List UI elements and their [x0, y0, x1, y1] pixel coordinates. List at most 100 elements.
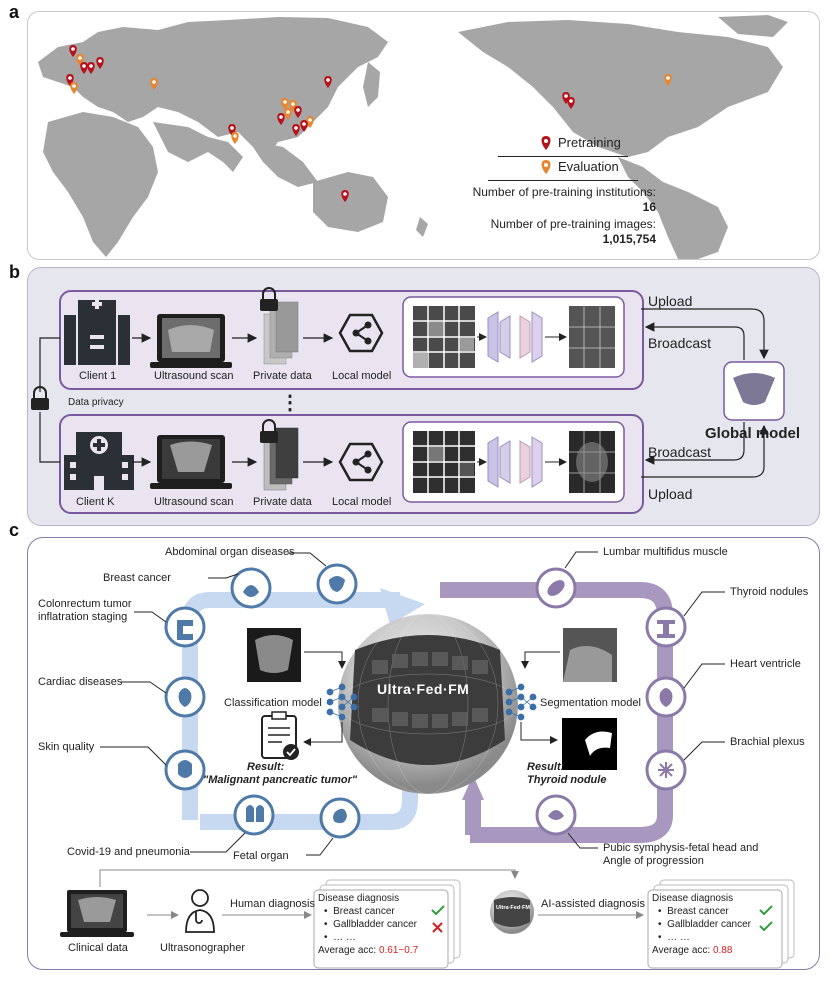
- card-item-2: • Gallbladder cancer: [658, 919, 751, 930]
- abdominal-organ-icon: [329, 576, 345, 592]
- ai-diagnosis-card-stack: [647, 879, 795, 969]
- neural-network-icon: [505, 683, 537, 721]
- pin-pretraining-icon: [69, 45, 77, 57]
- ai-diagnosis-card: Disease diagnosis • Breast cancer • Gall…: [652, 892, 751, 957]
- images-label: Number of pre-training images:: [490, 217, 656, 231]
- pin-pretraining-icon: [80, 62, 88, 74]
- check-icon: [759, 905, 773, 916]
- global-model-icon: [733, 373, 775, 405]
- laptop-icon: [150, 435, 232, 489]
- task-heart-label: Heart ventricle: [730, 658, 801, 670]
- card-title: Disease diagnosis: [652, 893, 734, 904]
- local-model-label: Local model: [332, 496, 392, 508]
- panel-letter-a: a: [9, 2, 20, 22]
- pin-evaluation-icon: [281, 98, 289, 110]
- thyroid-icon: [657, 620, 675, 638]
- ultra-fed-fm-globe: [337, 613, 519, 795]
- task-colon-label-1: Colonrectum tumor: [38, 598, 132, 610]
- human-diagnosis-card-stack: [313, 879, 461, 969]
- reconstructed-image: [569, 306, 615, 368]
- local-model-label: Local model: [332, 370, 392, 382]
- masked-image-grid: [413, 306, 475, 368]
- ellipsis-vertical: ⋮: [280, 392, 300, 414]
- face-mask-icon: [178, 760, 192, 778]
- card-item-3: • … …: [658, 932, 690, 943]
- pin-evaluation-icon: [150, 78, 158, 90]
- heart-ventricle-icon: [659, 688, 673, 707]
- global-model-label: Global model: [705, 425, 801, 442]
- pin-evaluation-icon: [231, 132, 239, 144]
- card-item-1: • Breast cancer: [658, 906, 729, 917]
- legend-evaluation-label: Evaluation: [558, 159, 619, 174]
- hospital-icon: [64, 432, 134, 490]
- ai-diagnosis-label: AI-assisted diagnosis: [541, 898, 645, 910]
- lock-icon: [260, 287, 278, 311]
- world-map-panel: Pretraining Evaluation Number of pre-tra…: [27, 11, 820, 260]
- map-legend: Pretraining Evaluation Number of pre-tra…: [458, 132, 718, 252]
- stats-divider: [488, 180, 638, 181]
- panel-letter-c: c: [9, 520, 20, 540]
- doctor-icon: [185, 889, 215, 933]
- card-item-3: • … …: [324, 932, 356, 943]
- small-globe-label: Ultra·Fed·FM: [496, 905, 530, 911]
- pin-evaluation-icon: [306, 116, 314, 128]
- fetus-icon: [333, 808, 347, 824]
- upload-label-bottom: Upload: [648, 486, 693, 502]
- pin-pretraining-icon: [87, 62, 95, 74]
- classification-model-label: Classification model: [224, 697, 322, 709]
- broadcast-label-top: Broadcast: [648, 335, 712, 351]
- masked-image-grid: [413, 431, 475, 493]
- local-model-icon: [338, 313, 384, 353]
- card-item-1: • Breast cancer: [324, 906, 395, 917]
- task-pubic-label-2: Angle of progression: [603, 855, 704, 867]
- panel-letter-b: b: [9, 262, 20, 282]
- human-diagnosis-label: Human diagnosis: [230, 898, 315, 910]
- ultrasound-scan-label: Ultrasound scan: [154, 370, 234, 382]
- task-breast-label: Breast cancer: [103, 572, 171, 584]
- evaluation-pin-icon: [541, 160, 551, 174]
- pin-pretraining-icon: [341, 190, 349, 202]
- check-icon: [431, 905, 445, 916]
- reconstructed-image: [569, 431, 615, 493]
- pin-evaluation-icon: [284, 108, 292, 120]
- broadcast-label-bottom: Broadcast: [648, 444, 712, 460]
- class-result-value: "Malignant pancreatic tumor": [203, 774, 358, 786]
- map-pins: [66, 45, 672, 202]
- images-value: 1,015,754: [602, 232, 656, 246]
- muscle-icon: [547, 580, 565, 596]
- clinical-data-label: Clinical data: [68, 942, 128, 954]
- panel-b-graphics: [31, 287, 785, 503]
- pin-pretraining-icon: [324, 76, 332, 88]
- legend-pretraining-label: Pretraining: [558, 135, 621, 150]
- card-item-2: • Gallbladder cancer: [324, 919, 417, 930]
- cross-icon: [432, 922, 443, 933]
- card-accuracy: Average acc: 0.88: [652, 945, 733, 956]
- task-fetal-label: Fetal organ: [233, 850, 289, 862]
- card-accuracy: Average acc: 0.61~0.7: [318, 945, 419, 956]
- institutions-label: Number of pre-training institutions:: [472, 185, 656, 199]
- private-data-label: Private data: [253, 496, 312, 508]
- pin-pretraining-icon: [567, 97, 575, 109]
- clinical-laptop-icon: [60, 890, 134, 937]
- class-result-label: Result:: [247, 761, 285, 773]
- local-model-icon: [338, 442, 384, 482]
- encoder-decoder-icon: [477, 436, 567, 488]
- hospital-icon: [64, 299, 130, 365]
- landmass: [38, 15, 788, 259]
- task-pubic-label-1: Pubic symphysis-fetal head and: [603, 842, 759, 854]
- colon-icon: [177, 620, 193, 640]
- client-1-label: Client 1: [79, 370, 117, 382]
- institutions-value: 16: [642, 200, 656, 214]
- lungs-icon: [246, 805, 264, 822]
- task-skin-label: Skin quality: [38, 741, 95, 753]
- task-lumbar-label: Lumbar multifidus muscle: [603, 546, 728, 558]
- nerve-plexus-icon: [658, 762, 674, 778]
- pin-evaluation-icon: [664, 74, 672, 86]
- task-cardiac-label: Cardiac diseases: [38, 676, 123, 688]
- human-diagnosis-card: Disease diagnosis • Breast cancer • Gall…: [318, 892, 418, 957]
- task-brachial-label: Brachial plexus: [730, 736, 805, 748]
- laptop-icon: [150, 314, 232, 368]
- legend-divider: [498, 156, 628, 157]
- check-icon: [759, 921, 773, 932]
